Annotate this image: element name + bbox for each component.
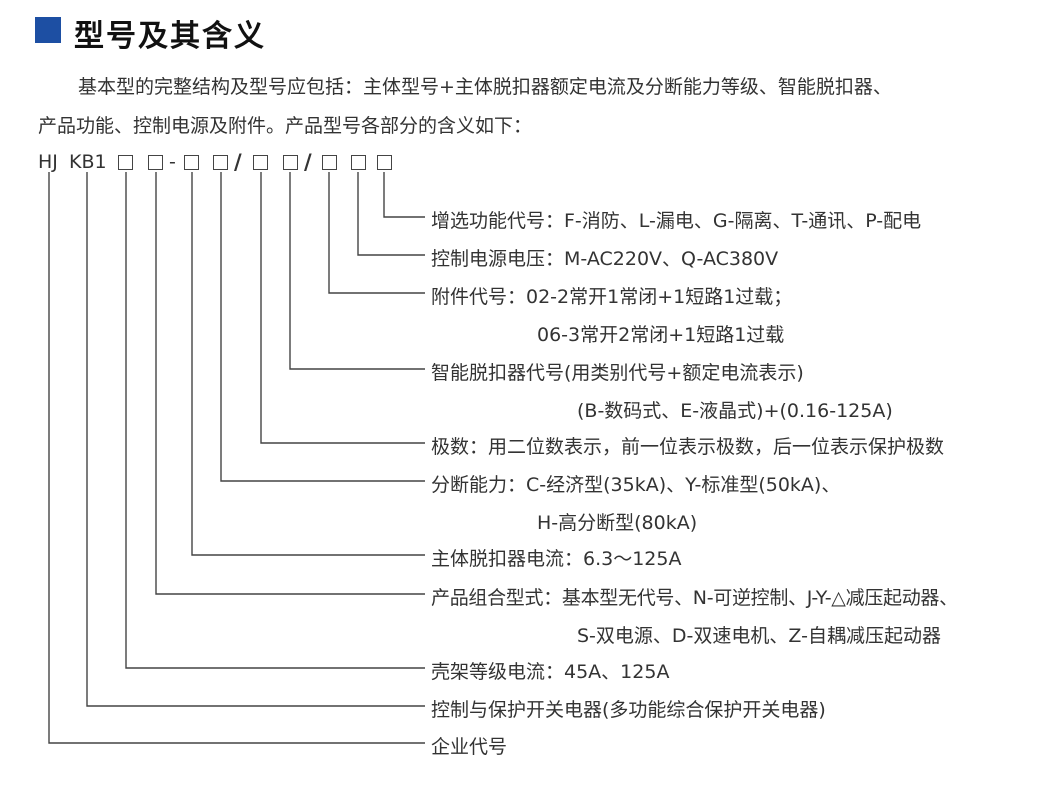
desc-trip-current: 主体脱扣器电流：6.3～125A [431,548,682,570]
code-box-breaking-capacity [213,155,228,170]
desc-poles: 极数：用二位数表示，前一位表示极数，后一位表示保护极数 [431,436,945,458]
code-box-control-voltage [351,155,366,170]
code-box-smart-trip [283,155,298,170]
code-box-poles [253,155,268,170]
intro-line-2: 产品功能、控制电源及附件。产品型号各部分的含义如下： [38,115,533,137]
code-box-trip-current [184,155,199,170]
code-prefix-kb1: KB1 [69,151,107,173]
intro-line-1: 基本型的完整结构及型号应包括：主体型号+主体脱扣器额定电流及分断能力等级、智能脱… [78,76,892,98]
code-prefix-hj: HJ [38,151,58,173]
code-box-accessory [322,155,337,170]
desc-accessory-line-1: 附件代号：02-2常开1常闭+1短路1过载； [431,286,793,308]
desc-frame-current: 壳架等级电流：45A、125A [431,661,670,683]
desc-product-name: 控制与保护开关电器(多功能综合保护开关电器) [431,699,826,721]
desc-breaking-capacity-line-1: 分断能力：C-经济型(35kA)、Y-标准型(50kA)、 [431,474,841,496]
desc-control-voltage: 控制电源电压：M-AC220V、Q-AC380V [431,248,779,270]
desc-breaking-capacity-line-2: H-高分断型(80kA) [537,512,698,534]
desc-smart-trip-line-2: (B-数码式、E-液晶式)+(0.16-125A) [577,400,893,422]
title-marker-square [35,17,61,43]
code-box-optional-function [377,155,392,170]
code-dash: - [169,151,176,173]
desc-smart-trip-line-1: 智能脱扣器代号(用类别代号+额定电流表示) [431,362,804,384]
desc-combination-line-2: S-双电源、D-双速电机、Z-自耦减压起动器 [577,625,941,647]
desc-optional-function: 增选功能代号：F-消防、L-漏电、G-隔离、T-通讯、P-配电 [431,210,922,232]
desc-combination-line-1: 产品组合型式：基本型无代号、N-可逆控制、J-Y-△减压起动器、 [431,587,958,609]
code-slash-2: / [304,150,312,174]
section-title-text: 型号及其含义 [74,19,266,54]
code-box-frame-current [118,155,133,170]
desc-accessory-line-2: 06-3常开2常闭+1短路1过载 [537,324,785,346]
desc-company-code: 企业代号 [431,736,508,758]
code-box-combination [148,155,163,170]
code-slash-1: / [234,150,242,174]
